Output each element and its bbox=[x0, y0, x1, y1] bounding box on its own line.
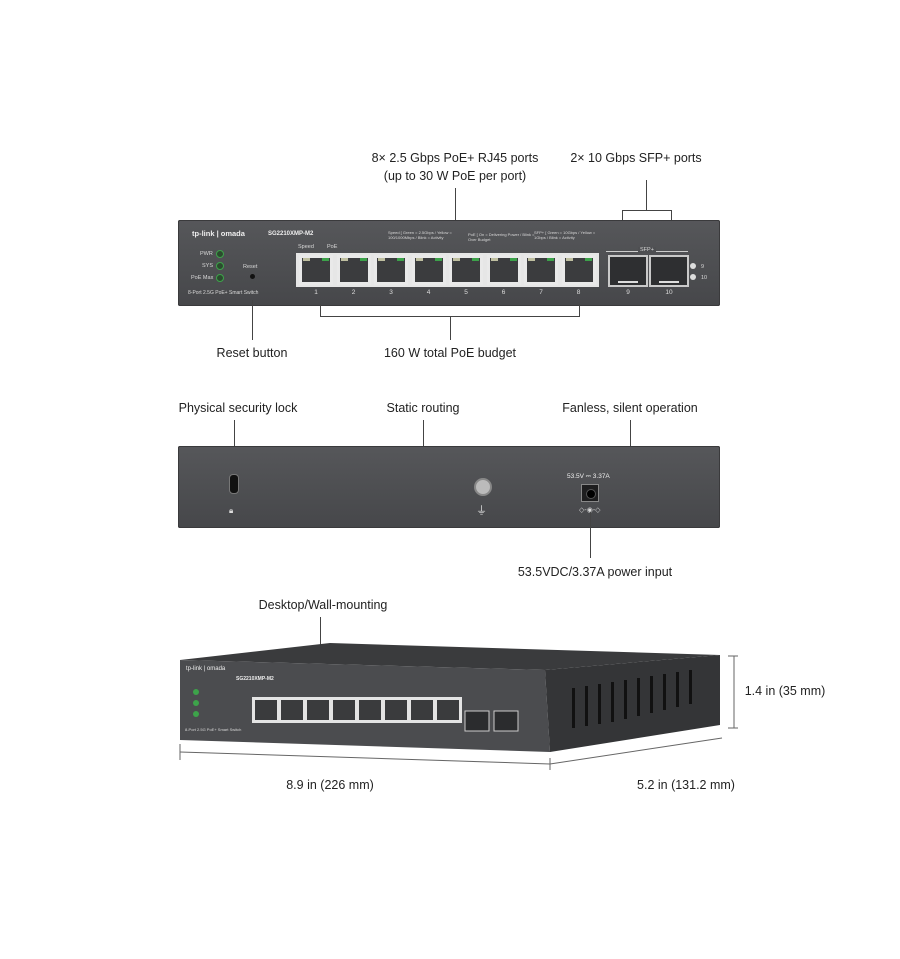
rear-panel: 🔒︎ ⏚ 53.5V ⎓ 3.37A ◇-◉-◇ bbox=[178, 446, 720, 528]
dimension-line bbox=[179, 751, 551, 765]
leader-line bbox=[320, 617, 321, 653]
callout-rj45: 8× 2.5 Gbps PoE+ RJ45 ports bbox=[371, 151, 539, 165]
model-label-3d: SG2210XMP-M2 bbox=[236, 676, 274, 682]
leader-line bbox=[252, 300, 253, 340]
callout-power-input: 53.5VDC/3.37A power input bbox=[517, 565, 673, 579]
callout-height: 1.4 in (35 mm) bbox=[744, 684, 826, 698]
sfp-port-3d bbox=[493, 710, 519, 732]
leader-line bbox=[630, 420, 631, 446]
speed-label: Speed bbox=[298, 244, 314, 250]
side-vents bbox=[572, 670, 692, 728]
pwr-led bbox=[216, 250, 224, 258]
led-3d bbox=[193, 711, 199, 717]
callout-rj45-sub: (up to 30 W PoE per port) bbox=[383, 169, 527, 183]
port-number: 3 bbox=[389, 289, 393, 296]
rj45-port-6[interactable] bbox=[486, 255, 521, 285]
callout-static-routing: Static routing bbox=[386, 401, 460, 415]
port-number: 7 bbox=[539, 289, 543, 296]
rj45-port-7[interactable] bbox=[524, 255, 558, 285]
power-jack[interactable] bbox=[581, 484, 599, 502]
rj45-port-2[interactable] bbox=[336, 255, 371, 285]
sfp-led-9 bbox=[690, 263, 696, 269]
leader-line bbox=[646, 180, 647, 210]
security-lock-slot bbox=[229, 474, 239, 494]
switch-side bbox=[545, 655, 720, 752]
port-number: 2 bbox=[351, 289, 356, 296]
legend-poe: PoE [ On = Delivering Power / Blink = Ov… bbox=[468, 232, 535, 242]
sfp-led-label-9: 9 bbox=[701, 264, 705, 270]
sfp-port-10[interactable] bbox=[649, 255, 689, 287]
ground-icon: ⏚ bbox=[476, 505, 487, 517]
callout-mounting: Desktop/Wall-mounting bbox=[258, 598, 388, 612]
callout-reset: Reset button bbox=[216, 346, 288, 360]
port-number: 4 bbox=[426, 289, 431, 296]
callout-width: 8.9 in (226 mm) bbox=[286, 778, 374, 792]
power-rating: 53.5V ⎓ 3.37A bbox=[567, 473, 610, 480]
rj45-port-3d bbox=[255, 700, 277, 720]
brand-logo: tp-link | omada bbox=[192, 229, 245, 238]
sfp-port-3d bbox=[464, 710, 490, 732]
ground-screw bbox=[474, 478, 492, 496]
rj45-port-3d bbox=[281, 700, 303, 720]
callout-poe-budget: 160 W total PoE budget bbox=[383, 346, 517, 360]
callout-fanless: Fanless, silent operation bbox=[562, 401, 698, 415]
rj45-port-3d bbox=[385, 700, 407, 720]
sfp-led-10 bbox=[690, 274, 696, 280]
leader-line bbox=[234, 420, 235, 470]
callout-depth: 5.2 in (131.2 mm) bbox=[637, 778, 735, 792]
leader-line bbox=[423, 420, 424, 446]
legend-sfp: SFP+ [ Green = 10Gbps / Yellow = 1Gbps /… bbox=[534, 230, 596, 240]
port-number: 1 bbox=[314, 289, 318, 296]
leader-line bbox=[320, 304, 321, 316]
rj45-port-3d bbox=[437, 700, 459, 720]
poe-label: PoE bbox=[327, 244, 338, 250]
callout-security-lock: Physical security lock bbox=[178, 401, 298, 415]
led-label-poe-max: PoE Max bbox=[191, 275, 214, 281]
leader-line bbox=[450, 316, 451, 340]
leader-line bbox=[455, 188, 456, 220]
rj45-port-3[interactable] bbox=[374, 255, 408, 285]
port-number: 9 bbox=[626, 289, 630, 296]
reset-label: Reset bbox=[243, 264, 258, 270]
product-description: 8-Port 2.5G PoE+ Smart Switch bbox=[188, 290, 259, 296]
rj45-port-3d bbox=[359, 700, 381, 720]
model-label: SG2210XMP-M2 bbox=[268, 231, 314, 237]
led-3d bbox=[193, 700, 199, 706]
lock-icon: 🔒︎ bbox=[229, 506, 234, 515]
port-number: 6 bbox=[501, 289, 506, 296]
rj45-port-4[interactable] bbox=[411, 255, 446, 285]
leader-line bbox=[622, 210, 672, 211]
rj45-port-3d bbox=[307, 700, 329, 720]
leader-line bbox=[590, 512, 591, 558]
legend-speed: Speed [ Green = 2.5Gbps / Yellow = 100/1… bbox=[388, 230, 452, 240]
leader-line bbox=[579, 304, 580, 316]
rj45-port-8[interactable] bbox=[561, 255, 596, 285]
port-number: 5 bbox=[464, 289, 468, 296]
switch-top bbox=[180, 643, 720, 670]
rj45-port-block bbox=[296, 253, 599, 287]
polarity-icon: ◇-◉-◇ bbox=[579, 507, 601, 514]
rj45-port-3d bbox=[411, 700, 433, 720]
sfp-led-label-10: 10 bbox=[701, 275, 708, 281]
led-label-pwr: PWR bbox=[200, 251, 213, 257]
port-number: 10 bbox=[665, 289, 673, 296]
front-panel: tp-link | omada SG2210XMP-M2 Speed [ Gre… bbox=[178, 220, 720, 306]
rj45-port-5[interactable] bbox=[449, 255, 483, 285]
poe-max-led bbox=[216, 274, 224, 282]
rj45-port-3d bbox=[333, 700, 355, 720]
dimension-line bbox=[549, 737, 723, 765]
rj45-port-1[interactable] bbox=[299, 255, 333, 285]
sys-led bbox=[216, 262, 224, 270]
brand-logo-3d: tp-link | omada bbox=[186, 666, 226, 672]
callout-sfp: 2× 10 Gbps SFP+ ports bbox=[570, 151, 702, 165]
reset-button[interactable] bbox=[250, 274, 255, 279]
port-number: 8 bbox=[576, 289, 581, 296]
sfp-port-9[interactable] bbox=[608, 255, 648, 287]
led-label-sys: SYS bbox=[202, 263, 214, 269]
led-3d bbox=[193, 689, 199, 695]
product-description-3d: 8-Port 2.5G PoE+ Smart Switch bbox=[185, 727, 242, 732]
sfp-label: SFP+ bbox=[638, 247, 656, 253]
